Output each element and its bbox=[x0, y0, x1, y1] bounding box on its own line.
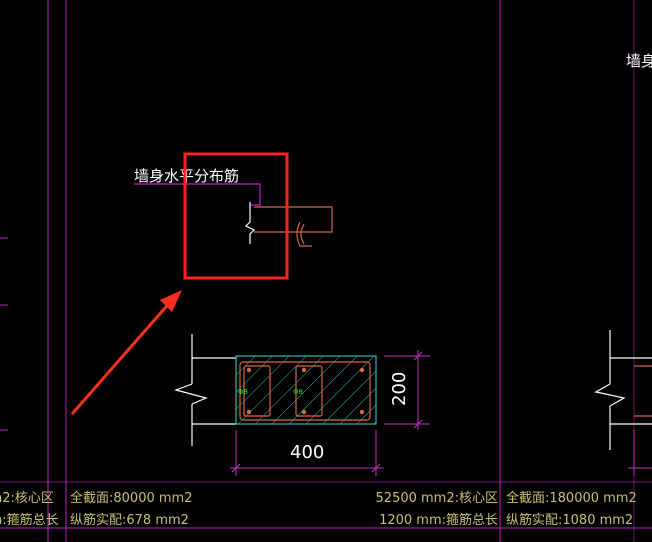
right-wall-section bbox=[594, 330, 652, 450]
dimension-lines bbox=[230, 350, 430, 476]
highlight-box bbox=[183, 152, 289, 280]
wall-rebar-label-right: 墙身水平 bbox=[626, 52, 652, 70]
info-right-2: 纵筋实配:1080 mm2 bbox=[506, 512, 633, 528]
dimension-height: 200 bbox=[389, 372, 410, 406]
column-stirrups bbox=[239, 361, 371, 421]
break-symbol-small bbox=[244, 202, 256, 244]
info-right-1: 全截面:180000 mm2 bbox=[506, 490, 637, 506]
annotation-arrow bbox=[70, 290, 182, 415]
info-mid-left-2: 纵筋实配:678 mm2 bbox=[70, 512, 189, 528]
wall-section-lines bbox=[174, 334, 236, 446]
bar-mark-left: Φ8 bbox=[238, 388, 248, 396]
dimension-width: 400 bbox=[290, 442, 324, 463]
info-mid-right-2: 1200 mm:箍筋总长 bbox=[379, 512, 498, 528]
section-info: n2:核心区 n:箍筋总长 全截面:80000 mm2 纵筋实配:678 mm2… bbox=[0, 490, 637, 528]
info-left-partial-1: n2:核心区 bbox=[0, 491, 54, 506]
wall-rebar-label: 墙身水平分布筋 bbox=[134, 167, 239, 185]
rebar-leader-line bbox=[134, 183, 261, 206]
info-mid-right-1: 52500 mm2:核心区 bbox=[376, 491, 498, 506]
bar-mark-right: Φ8 bbox=[293, 388, 303, 396]
info-left-partial-2: n:箍筋总长 bbox=[0, 512, 59, 528]
right-dimension-line bbox=[628, 430, 652, 476]
right-column-edge bbox=[634, 365, 652, 417]
rebar-hook-shape bbox=[254, 206, 333, 247]
column-bars bbox=[246, 367, 365, 415]
info-mid-left-1: 全截面:80000 mm2 bbox=[70, 490, 192, 506]
left-tick-marks bbox=[0, 237, 8, 431]
